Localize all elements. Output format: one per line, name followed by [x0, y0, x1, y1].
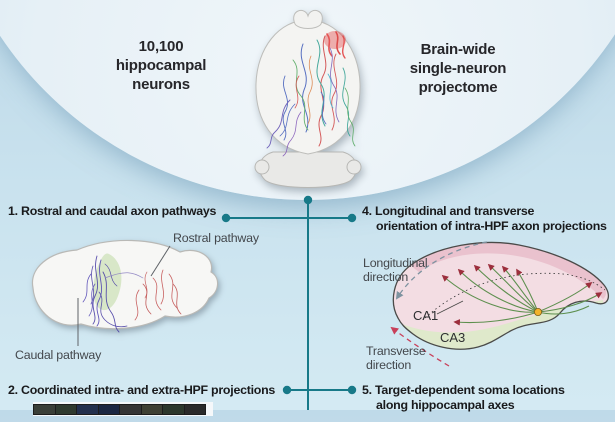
section5-title-line2: along hippocampal axes	[376, 398, 515, 412]
rostral-pathway-tracing	[134, 269, 182, 321]
projectome-brain-illustration	[254, 9, 362, 188]
rostral-leader-line	[150, 245, 171, 277]
hippocampus-outline	[392, 241, 610, 350]
rostral-pathway-label: Rostral pathway	[173, 231, 259, 245]
caudal-pathway-tracing	[82, 255, 144, 333]
longitudinal-direction-label: Longitudinal direction	[363, 256, 428, 284]
intra-hpf-axon-arrows	[441, 263, 603, 326]
hippocampal-neurons-stat: 10,100 hippocampal neurons	[115, 38, 207, 93]
soma-dot	[533, 308, 542, 317]
olfactory-bulbs-shape	[293, 9, 323, 29]
ca1-leader-line	[436, 300, 464, 315]
sagittal-brain-outline	[31, 239, 219, 330]
label-leader-lines	[77, 245, 171, 346]
neuron-tracings	[266, 31, 356, 157]
section1-title: 1. Rostral and caudal axon pathways	[8, 204, 217, 218]
ca1-region-shape	[393, 242, 609, 350]
caudal-pathway-label: Caudal pathway	[15, 348, 102, 362]
teal-connector-dots	[221, 195, 357, 395]
section4-title-line2: orientation of intra-HPF axon projection…	[376, 219, 607, 233]
teal-connector-lines	[226, 200, 352, 410]
section5-title-line1: 5. Target-dependent soma locations	[362, 383, 565, 397]
projection-matrix-preview	[33, 402, 213, 416]
section2-title: 2. Coordinated intra- and extra-HPF proj…	[8, 383, 276, 397]
ca3-label: CA3	[440, 330, 465, 345]
ca1-label: CA1	[413, 308, 438, 323]
hippocampus-axes-diagram: CA1 CA3	[390, 241, 610, 367]
transverse-direction-label: Transverse direction	[366, 344, 426, 372]
connector-lines-overlay	[77, 195, 357, 410]
section4-title-line1: 4. Longitudinal and transverse	[362, 204, 535, 218]
projectome-stat: Brain-wide single-neuron projectome	[409, 41, 507, 96]
paraflocculus-right	[346, 159, 362, 175]
sagittal-brain-illustration	[31, 239, 219, 333]
paraflocculus-left	[254, 159, 270, 175]
ca1-outer-band	[411, 242, 607, 299]
longitudinal-direction-arrow	[395, 241, 488, 300]
